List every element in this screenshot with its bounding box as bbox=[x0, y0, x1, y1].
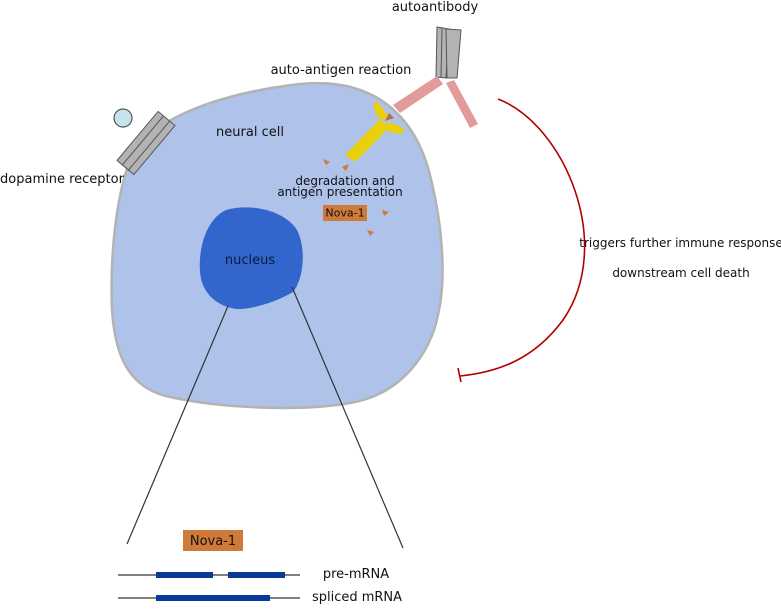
spliced-mrna-exon-2 bbox=[213, 595, 270, 601]
zoom-line-left bbox=[126, 305, 229, 545]
antigen-fragments bbox=[323, 159, 389, 236]
nucleus-label: nucleus bbox=[225, 253, 275, 268]
auto-antigen-reaction-label: auto-antigen reaction bbox=[271, 63, 412, 78]
spliced-mrna-track bbox=[118, 595, 300, 601]
pre-mrna-track bbox=[118, 572, 300, 578]
spliced-mrna-exon-1 bbox=[156, 595, 213, 601]
pre-mrna-label: pre-mRNA bbox=[323, 567, 389, 582]
inhibition-bar bbox=[457, 367, 462, 383]
binding-arrowhead bbox=[385, 113, 394, 121]
cell-death-label: downstream cell death bbox=[612, 266, 749, 280]
nova-small-box bbox=[323, 205, 367, 221]
pre-mrna-exon-1 bbox=[156, 572, 213, 578]
pre-mrna-exon-2 bbox=[228, 572, 285, 578]
dopamine-receptor-icon bbox=[113, 108, 176, 176]
nova-small-label: Nova-1 bbox=[325, 207, 364, 220]
degradation-label-line1: degradation and bbox=[295, 174, 394, 188]
auto-antigen-icon bbox=[345, 101, 405, 162]
nova-gene-box bbox=[183, 530, 243, 551]
spliced-mrna-label: spliced mRNA bbox=[312, 590, 402, 605]
zoom-line-right bbox=[291, 286, 404, 549]
triggers-label: triggers further immune response bbox=[579, 236, 781, 250]
neural-cell-label: neural cell bbox=[216, 125, 284, 140]
inhibition-arc bbox=[459, 98, 586, 377]
dopamine-receptor-label: dopamine receptor bbox=[0, 172, 125, 187]
degradation-label-line2: antigen presentation bbox=[277, 185, 402, 199]
autoantibody-icon bbox=[393, 26, 478, 128]
nova-gene-label: Nova-1 bbox=[190, 534, 236, 549]
autoantibody-label: autoantibody bbox=[392, 0, 479, 15]
nucleus bbox=[199, 207, 303, 310]
